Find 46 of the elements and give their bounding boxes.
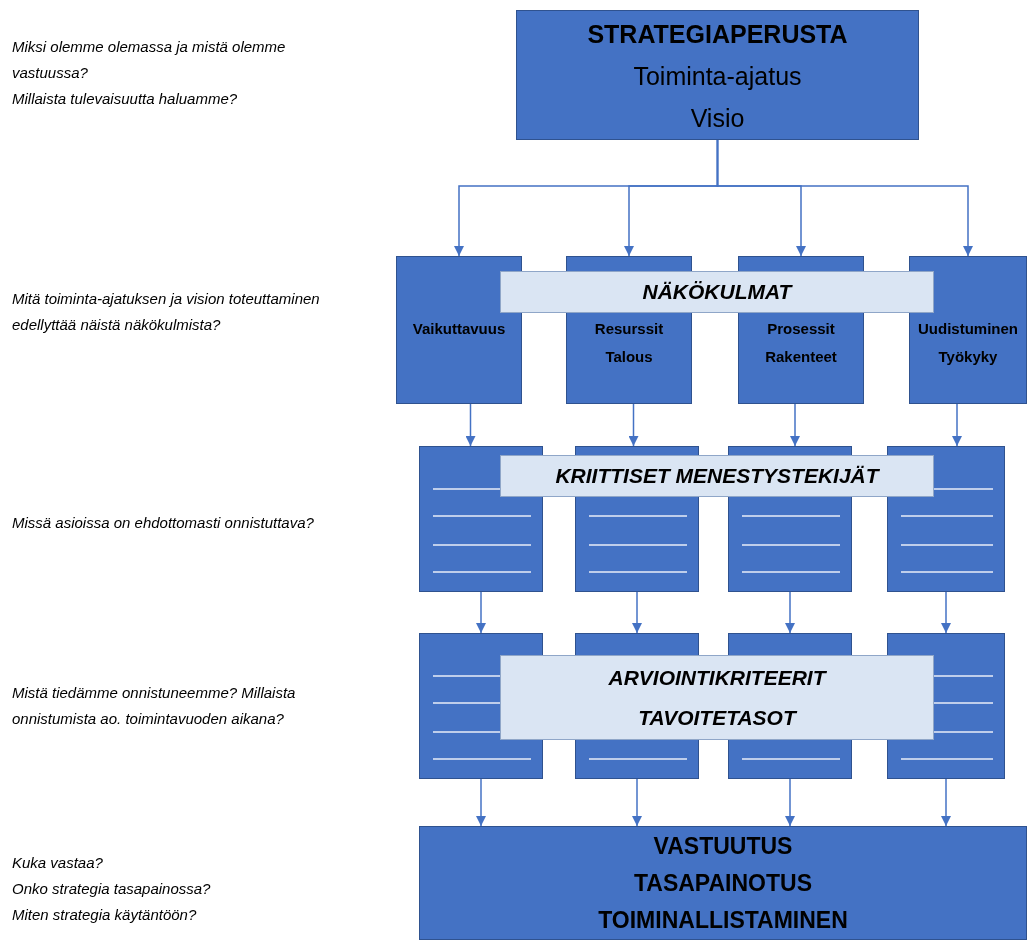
box-text: Työkyky — [937, 347, 999, 367]
box-text: TASAPAINOTUS — [632, 869, 813, 898]
band-title: TAVOITETASOT — [638, 704, 796, 731]
question-text: Miten strategia käytäntöön? — [12, 905, 198, 925]
arrow — [476, 591, 486, 634]
box-text: Toiminta-ajatus — [632, 61, 803, 92]
box-title: STRATEGIAPERUSTA — [586, 19, 849, 50]
question-text: Mitä toiminta-ajatuksen ja vision toteuttaminen edellyttää näistä näkökulmista? — [12, 289, 321, 335]
box-text: Visio — [689, 103, 746, 134]
question-text: Mistä tiedämme onnistuneemme? Millaista onnistumista ao. toimintavuoden aikana? — [12, 683, 297, 729]
band-title: ARVIOINTIKRITEERIT — [608, 664, 826, 691]
process-box — [419, 446, 543, 592]
arrow — [476, 778, 486, 827]
question-text: Millaista tulevaisuutta haluamme? — [12, 89, 239, 109]
arrow — [628, 403, 639, 447]
box-title: Vaikuttavuus — [411, 319, 507, 339]
process-box — [516, 10, 919, 140]
question-text: Kuka vastaa? — [12, 853, 104, 873]
arrow — [790, 403, 800, 447]
arrow — [716, 139, 973, 257]
band-title: KRIITTISET MENESTYSTEKIJÄT — [555, 463, 879, 489]
heading-band-overlay — [500, 655, 934, 740]
box-title: Uudistuminen — [917, 319, 1019, 339]
box-text: Talous — [604, 347, 654, 367]
box-text: Rakenteet — [764, 347, 838, 367]
arrow — [941, 778, 951, 827]
process-box — [419, 826, 1027, 940]
arrow — [632, 591, 642, 634]
question-text: Miksi olemme olemassa ja mistä olemme vastuussa? — [12, 37, 287, 83]
question-text: Onko strategia tasapainossa? — [12, 879, 212, 899]
arrow — [785, 778, 795, 827]
arrow — [632, 778, 642, 827]
arrow — [465, 403, 476, 447]
question-text: Missä asioissa on ehdottomasti onnistuttava? — [12, 513, 315, 533]
process-box — [396, 256, 522, 404]
arrow — [785, 591, 795, 634]
heading-band-overlay — [500, 271, 934, 313]
band-title: NÄKÖKULMAT — [642, 279, 792, 305]
box-title: Prosessit — [766, 319, 836, 339]
box-title: VASTUUTUS — [652, 832, 794, 861]
box-title: Resurssit — [593, 319, 665, 339]
process-box — [909, 256, 1027, 404]
heading-band-overlay — [500, 455, 934, 497]
box-text: TOIMINALLISTAMINEN — [597, 906, 849, 935]
arrow — [941, 591, 951, 634]
arrow — [952, 403, 962, 447]
